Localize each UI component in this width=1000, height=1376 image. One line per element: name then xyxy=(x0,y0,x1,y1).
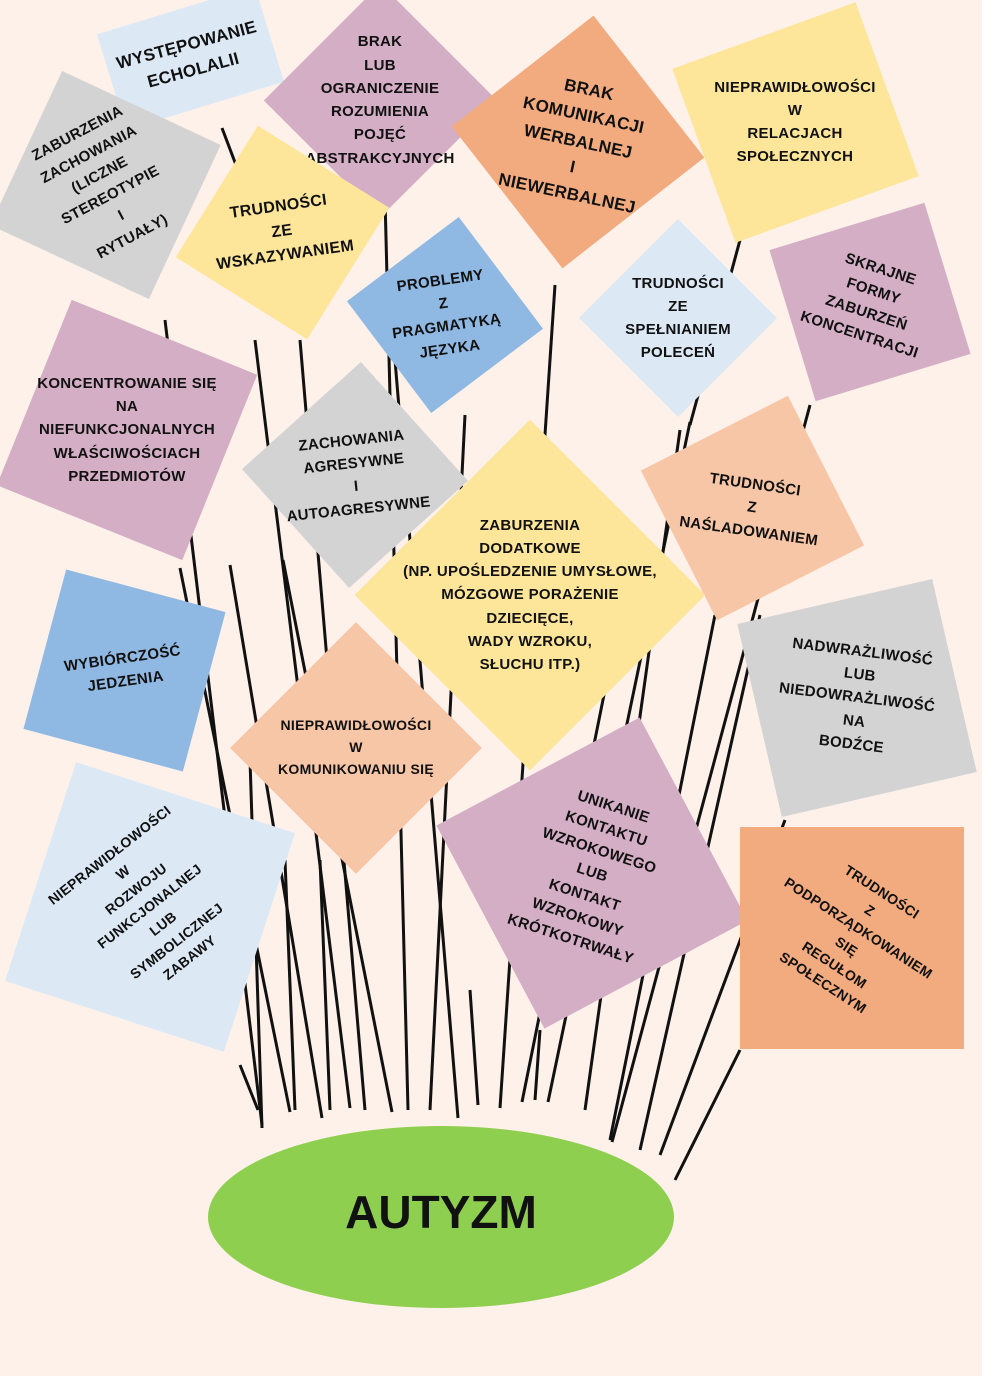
stem-line xyxy=(283,859,297,1111)
stem-line xyxy=(673,1049,742,1181)
stem-line xyxy=(238,1064,260,1111)
symptom-label: NIEPRAWIDŁOWOŚCI W RELACJACH SPOŁECZNYCH xyxy=(714,78,876,166)
center-ellipse: AUTYZM xyxy=(208,1126,674,1308)
symptom-label: ZABURZENIA DODATKOWE (NP. UPOŚLEDZENIE U… xyxy=(403,516,657,674)
symptom-label: BRAK LUB OGRANICZENIE ROZUMIENIA POJĘĆ A… xyxy=(305,33,455,167)
stem-line xyxy=(533,1029,542,1101)
symptom-label: NIEPRAWIDŁOWOŚCI W KOMUNIKOWANIU SIĘ xyxy=(278,717,434,777)
symptom-card xyxy=(740,827,964,1049)
stem-line xyxy=(220,127,238,166)
page-edge xyxy=(982,0,1000,1376)
symptom-label: TRUDNOŚCI ZE SPEŁNIANIEM POLECEŃ xyxy=(625,274,731,362)
center-label: AUTYZM xyxy=(345,1186,537,1238)
stem-line xyxy=(318,859,332,1111)
symptom-label: KONCENTROWANIE SIĘ NA NIEFUNKCJONALNYCH … xyxy=(37,374,217,485)
stem-line xyxy=(468,989,480,1106)
